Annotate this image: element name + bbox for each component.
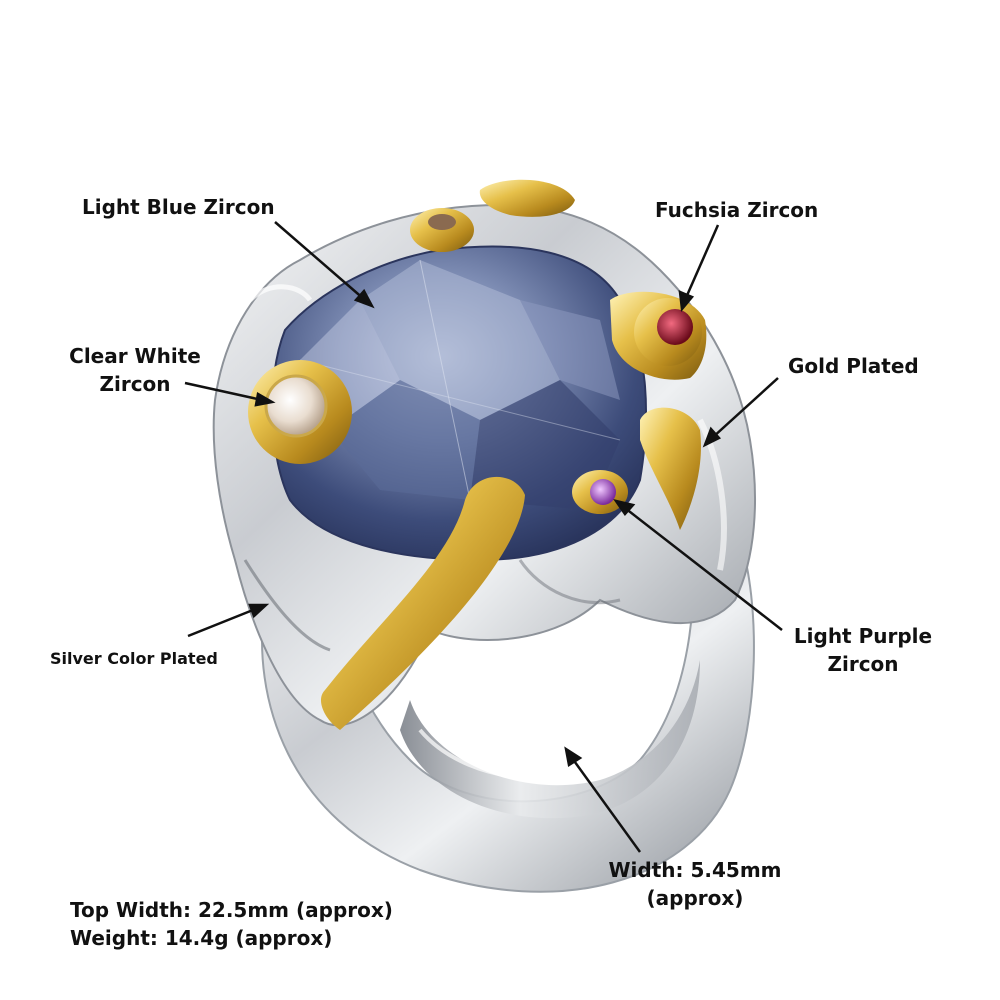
width-label: Width: 5.45mm (approx) [600, 856, 790, 912]
callout-lines [184, 221, 783, 853]
clear-white-zircon-label-line2: Zircon [99, 372, 171, 396]
specs-block: Top Width: 22.5mm (approx) Weight: 14.4g… [70, 896, 393, 952]
light-purple-zircon-label: Light Purple Zircon [788, 622, 938, 678]
weight-spec: Weight: 14.4g (approx) [70, 926, 333, 950]
fuchsia-zircon-label: Fuchsia Zircon [655, 198, 819, 222]
light-purple-zircon-label-line2: Zircon [827, 652, 899, 676]
ring-band [261, 518, 755, 893]
width-label-line1: Width: 5.45mm [608, 858, 782, 882]
clear-white-zircon-bezel [248, 360, 352, 464]
clear-white-zircon-label-line1: Clear White [69, 344, 201, 368]
silver-color-plated-label: Silver Color Plated [50, 649, 218, 668]
fuchsia-zircon-bezel [634, 298, 702, 366]
width-label-line2: (approx) [646, 886, 744, 910]
gold-plated-label: Gold Plated [788, 354, 919, 378]
light-purple-zircon-bezel [572, 470, 628, 514]
clear-white-zircon-label: Clear White Zircon [60, 342, 210, 398]
top-small-stone-bezel [410, 208, 474, 252]
top-width-spec: Top Width: 22.5mm (approx) [70, 898, 393, 922]
light-purple-zircon-label-line1: Light Purple [793, 624, 933, 648]
light-blue-zircon-label: Light Blue Zircon [82, 195, 275, 219]
